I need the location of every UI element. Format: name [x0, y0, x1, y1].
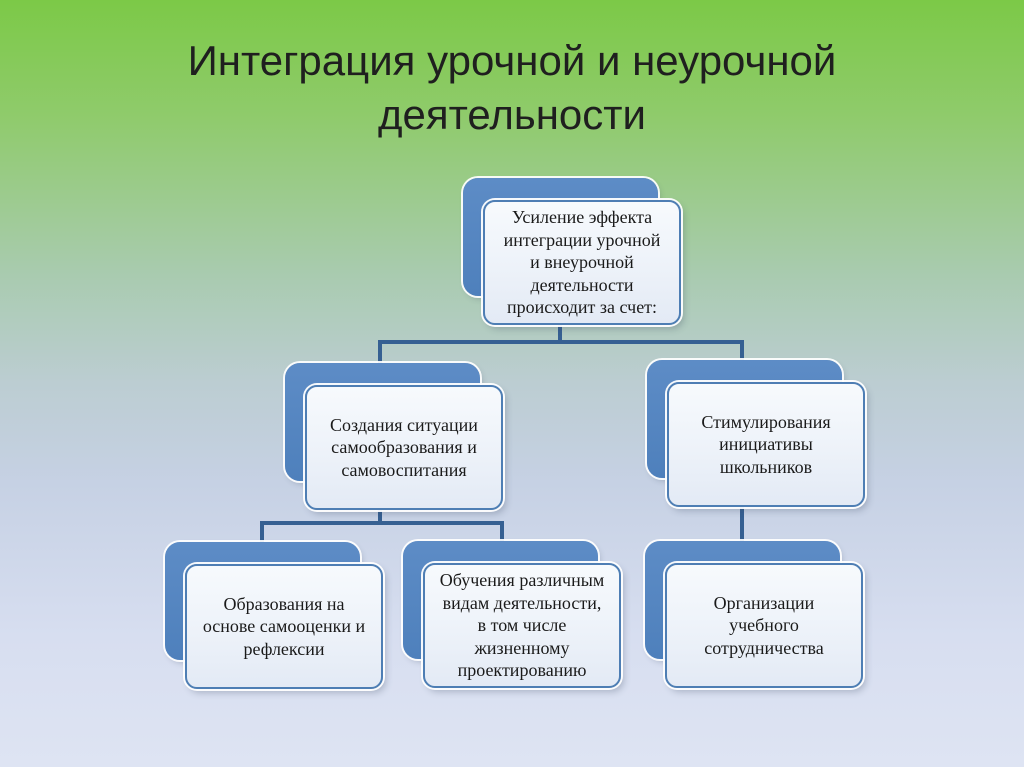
node-bottom-left-label: Образования на основе самооценки и рефле…: [185, 564, 383, 689]
node-root: Усиление эффекта интеграции урочной и вн…: [463, 178, 681, 325]
node-bottom-middle: Обучения различным видам деятельности, в…: [403, 541, 621, 688]
node-bottom-right-label: Организации учебного сотрудничества: [665, 563, 863, 688]
connector-level2-crossbar: [378, 340, 744, 344]
node-bottom-right: Организации учебного сотрудничества: [645, 541, 863, 688]
node-mid-left-label: Создания ситуации самообразования и само…: [305, 385, 503, 510]
node-mid-left: Создания ситуации самообразования и само…: [285, 363, 503, 510]
node-bottom-middle-label: Обучения различным видам деятельности, в…: [423, 563, 621, 688]
node-mid-right-label: Стимулирования инициативы школьников: [667, 382, 865, 507]
connector-mid-left-stem: [378, 507, 382, 525]
connector-drop-mid-left: [378, 340, 382, 367]
connector-drop-mid-right: [740, 340, 744, 364]
connector-drop-bottom-middle: [500, 521, 504, 546]
connector-root-stem: [558, 325, 562, 344]
slide-title: Интеграция урочной и неурочной деятельно…: [187, 37, 837, 138]
node-mid-right: Стимулирования инициативы школьников: [647, 360, 865, 507]
connector-level3-crossbar: [260, 521, 504, 525]
connector-drop-bottom-left: [260, 521, 264, 546]
node-bottom-left: Образования на основе самооценки и рефле…: [165, 542, 383, 689]
connector-mid-right-to-bottom-right: [740, 505, 744, 546]
node-root-label: Усиление эффекта интеграции урочной и вн…: [483, 200, 681, 325]
